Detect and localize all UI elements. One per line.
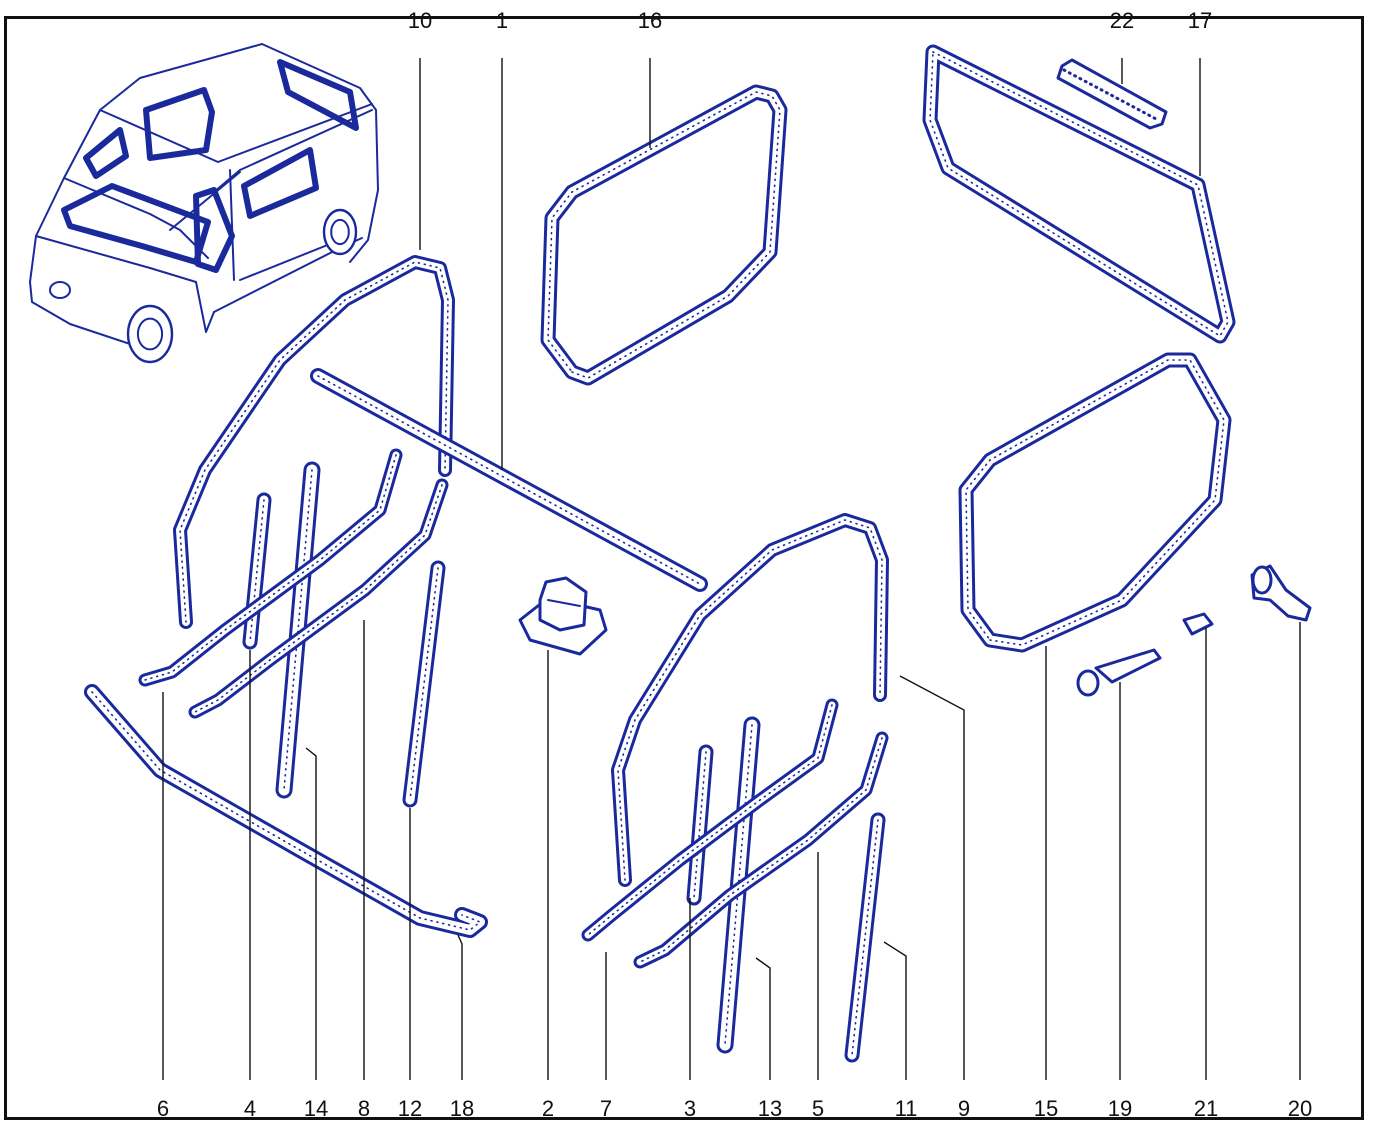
callout-15: 15	[1034, 1096, 1058, 1121]
part-19-fastener	[1076, 648, 1162, 697]
callout-7: 7	[600, 1096, 612, 1121]
van-seal-highlight-5	[193, 187, 235, 273]
seal-16-window-frame	[540, 84, 788, 386]
van-illustration	[29, 43, 379, 364]
callout-8: 8	[358, 1096, 370, 1121]
leader-13	[755, 957, 771, 1080]
van-seal-highlight-6	[83, 127, 129, 179]
callout-16: 16	[638, 8, 662, 33]
callout-13: 13	[758, 1096, 782, 1121]
van-seal-highlight-3	[277, 59, 359, 131]
van-seal-highlight-2	[143, 87, 215, 161]
van-wheel-1	[126, 304, 174, 364]
callout-20: 20	[1288, 1096, 1312, 1121]
callout-5: 5	[812, 1096, 824, 1121]
seal-8-sill	[188, 478, 449, 719]
seal-1-strip	[310, 368, 708, 592]
leader-18	[457, 934, 463, 1080]
seal-12-pillar	[402, 560, 446, 808]
callout-12: 12	[398, 1096, 422, 1121]
seal-11-pillar	[844, 812, 886, 1063]
part-22-pad	[1056, 58, 1168, 130]
van-logo	[49, 281, 71, 299]
callout-labels: 10 1 16 22 17 6 4 14 8 12 18 2 7 3 13 5 11 9 15 19 21 20	[157, 8, 1312, 1121]
seal-6-sill	[138, 448, 403, 687]
van-wheel-2	[322, 208, 358, 256]
callout-4: 4	[244, 1096, 256, 1121]
callout-19: 19	[1108, 1096, 1132, 1121]
seal-15-window-frame	[958, 352, 1232, 653]
callout-2: 2	[542, 1096, 554, 1121]
seal-4-pillar	[242, 492, 272, 650]
callout-14: 14	[304, 1096, 328, 1121]
callout-6: 6	[157, 1096, 169, 1121]
van-seal-highlight-4	[241, 147, 319, 219]
callout-3: 3	[684, 1096, 696, 1121]
callout-21: 21	[1194, 1096, 1218, 1121]
part-20-clip	[1250, 564, 1312, 622]
seal-17-rear-window	[922, 44, 1236, 344]
seal-14-pillar	[275, 461, 321, 799]
callout-10: 10	[408, 8, 432, 33]
callout-11: 11	[895, 1096, 918, 1121]
callout-17: 17	[1188, 8, 1212, 33]
leader-14	[305, 747, 317, 1080]
part-2-clip	[518, 576, 608, 656]
leader-11	[883, 941, 907, 1080]
callout-1: 1	[496, 8, 508, 33]
leader-lines	[162, 58, 1301, 1080]
callout-9: 9	[958, 1096, 970, 1121]
part-21-block	[1182, 612, 1214, 636]
parts-layer	[84, 44, 1312, 1063]
callout-18: 18	[450, 1096, 474, 1121]
leader-9	[899, 675, 965, 1080]
seal-18-sill	[84, 684, 488, 938]
callout-22: 22	[1110, 8, 1134, 33]
seal-10-door-arch	[173, 255, 455, 629]
seal-3-pillar	[686, 744, 714, 906]
seal-5-sill	[633, 731, 889, 969]
seal-7-sill	[581, 698, 839, 942]
seal-9-door-arch	[611, 513, 889, 887]
